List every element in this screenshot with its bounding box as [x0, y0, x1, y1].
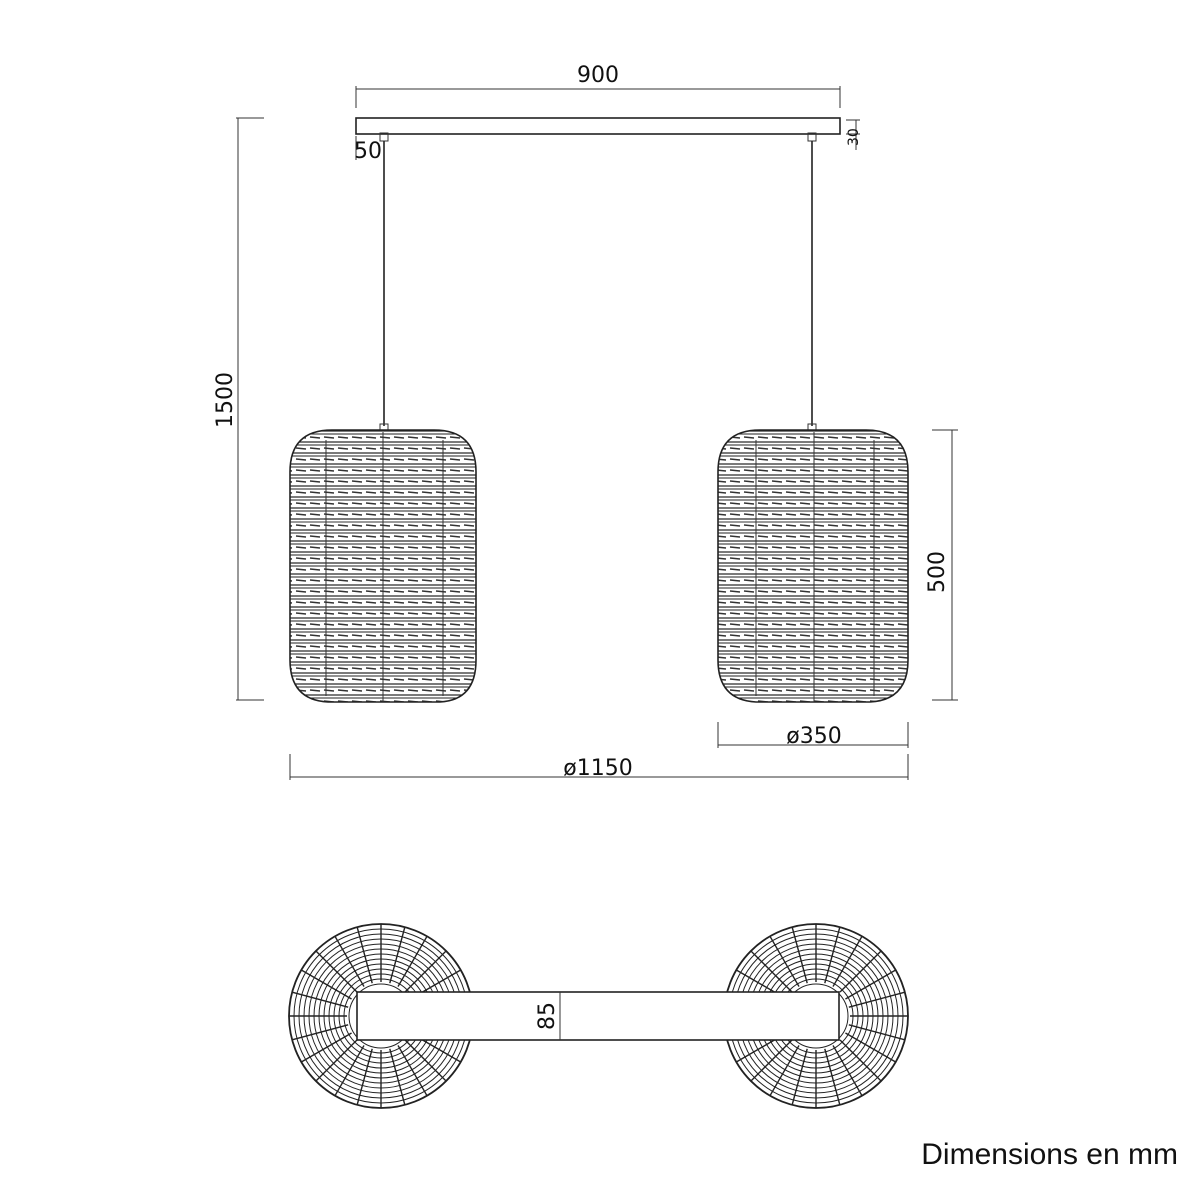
- shade-height-label: 500: [925, 551, 950, 593]
- shade-diameter-label: ø350: [786, 724, 841, 749]
- weave-spoke: [397, 1045, 428, 1097]
- weave-spoke: [832, 935, 863, 987]
- weave-spoke: [389, 926, 406, 984]
- dimension-bar-thickness: 30: [846, 119, 862, 150]
- left-lamp-shade: [289, 423, 477, 703]
- weave-spoke: [824, 1048, 841, 1106]
- ceiling-bar-top-view: [356, 991, 840, 1041]
- dimension-shade-diameter: ø350: [717, 722, 909, 749]
- bar-width-label: 85: [535, 1002, 560, 1030]
- dimension-canopy: 50: [354, 136, 382, 164]
- weave-spoke: [334, 1045, 365, 1097]
- weave-spoke: [397, 935, 428, 987]
- dimension-bar-length: 900: [355, 63, 841, 108]
- total-height-label: 1500: [213, 372, 238, 428]
- weave-spoke: [291, 991, 349, 1008]
- canopy-label: 50: [354, 139, 382, 164]
- units-caption: Dimensions en mm: [921, 1138, 1178, 1171]
- weave-spoke: [791, 926, 808, 984]
- weave-spoke: [848, 991, 906, 1008]
- weave-spoke: [315, 1039, 358, 1082]
- weave-spoke: [839, 1039, 882, 1082]
- dimension-total-height: 1500: [213, 117, 264, 701]
- weave-spoke: [404, 950, 447, 993]
- ceiling-bar: [355, 117, 841, 142]
- weave-spoke: [824, 926, 841, 984]
- weave-spoke: [750, 1039, 793, 1082]
- bar-thickness-label: 30: [846, 128, 862, 146]
- weave-spoke: [848, 1024, 906, 1041]
- weave-spoke: [750, 950, 793, 993]
- dimension-bar-width: 85: [535, 992, 561, 1040]
- weave-spoke: [300, 1032, 352, 1063]
- top-view: 85: [288, 923, 909, 1109]
- weave-spoke: [291, 1024, 349, 1041]
- weave-spoke: [845, 1032, 897, 1063]
- weave-spoke: [356, 926, 373, 984]
- weave-spoke: [334, 935, 365, 987]
- right-lamp-shade: [717, 423, 909, 703]
- weave-spoke: [300, 969, 352, 1000]
- dimension-overall-width: ø1150: [289, 754, 909, 781]
- bar-length-label: 900: [577, 63, 619, 88]
- overall-width-label: ø1150: [563, 756, 632, 781]
- weave-spoke: [769, 935, 800, 987]
- weave-spoke: [845, 969, 897, 1000]
- weave-spoke: [404, 1039, 447, 1082]
- weave-spoke: [356, 1048, 373, 1106]
- weave-spoke: [769, 1045, 800, 1097]
- dimension-shade-height: 500: [925, 429, 958, 701]
- weave-spoke: [839, 950, 882, 993]
- weave-spoke: [389, 1048, 406, 1106]
- weave-spoke: [832, 1045, 863, 1097]
- weave-spoke: [791, 1048, 808, 1106]
- weave-spoke: [315, 950, 358, 993]
